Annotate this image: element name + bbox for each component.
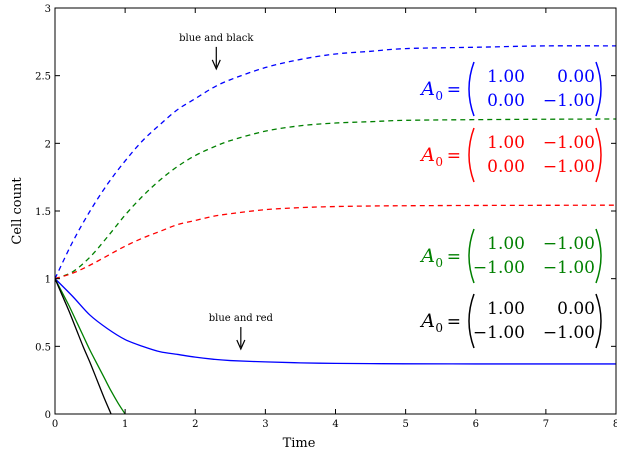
y-tick-label: 0 <box>45 410 51 421</box>
matrix-label: 1.00 0.00 −1.00 −1.00 = 0A <box>419 293 602 349</box>
x-tick-label: 4 <box>332 419 338 430</box>
matrix-cell: 0.00 <box>557 299 595 319</box>
matrix-subscript: 0 <box>435 256 443 270</box>
matrix-label: 1.00 −1.00 0.00 −1.00 = 0A <box>419 127 602 183</box>
x-tick-label: 6 <box>473 419 479 430</box>
matrix-left-paren <box>468 293 475 349</box>
matrix-cell: 1.00 <box>487 133 525 153</box>
matrix-cell: −1.00 <box>543 323 595 343</box>
x-tick-label: 1 <box>122 419 128 430</box>
matrix-subscript: 0 <box>435 155 443 169</box>
matrix-cell: −1.00 <box>543 234 595 254</box>
y-tick-label: 3 <box>45 4 51 15</box>
y-tick-label: 2.5 <box>35 72 51 83</box>
matrix-cell: −1.00 <box>543 133 595 153</box>
series-line-3 <box>55 278 616 365</box>
matrix-cell: −1.00 <box>543 157 595 177</box>
matrix-subscript: 0 <box>435 321 443 335</box>
matrix-lhs: A <box>419 78 435 100</box>
x-tick-label: 7 <box>543 419 549 430</box>
matrix-cell: 0.00 <box>557 67 595 87</box>
series-line-5 <box>55 278 112 414</box>
matrix-right-paren <box>595 61 602 117</box>
matrix-equals: = <box>447 247 461 267</box>
y-tick-label: 1 <box>45 275 51 286</box>
matrix-cell: 1.00 <box>487 234 525 254</box>
annotation-label: blue and black <box>179 33 254 44</box>
series-line-0 <box>55 45 616 279</box>
matrix-cell: 1.00 <box>487 299 525 319</box>
matrix-cell: −1.00 <box>473 323 525 343</box>
matrix-cell: −1.00 <box>543 258 595 278</box>
annotation-arrow-head <box>236 339 246 351</box>
matrix-equals: = <box>447 146 461 166</box>
matrix-right-paren <box>595 127 602 183</box>
matrix-lhs: A <box>419 144 435 166</box>
x-axis-label: Time <box>283 436 316 451</box>
annotation-arrow-head <box>211 59 221 71</box>
y-tick-label: 2 <box>45 139 51 150</box>
x-tick-label: 3 <box>262 419 268 430</box>
matrix-equals: = <box>447 312 461 332</box>
y-axis-label: Cell count <box>10 177 25 245</box>
annotation-label: blue and red <box>209 313 274 324</box>
series-line-4 <box>55 278 126 414</box>
series-line-2 <box>55 204 616 280</box>
matrix-right-paren <box>595 293 602 349</box>
matrix-right-paren <box>595 228 602 284</box>
matrix-lhs: A <box>419 310 435 332</box>
matrix-cell: 1.00 <box>487 67 525 87</box>
matrix-lhs: A <box>419 245 435 267</box>
x-tick-label: 2 <box>192 419 198 430</box>
plot-area-frame <box>54 7 617 415</box>
y-tick-label: 1.5 <box>35 207 51 218</box>
matrix-cell: 0.00 <box>487 91 525 111</box>
matrix-cell: −1.00 <box>543 91 595 111</box>
matrix-left-paren <box>468 61 475 117</box>
series-line-1 <box>55 118 616 280</box>
x-tick-label: 0 <box>52 419 58 430</box>
matrix-left-paren <box>468 228 475 284</box>
matrix-left-paren <box>468 127 475 183</box>
x-tick-label: 8 <box>613 419 617 430</box>
matrix-subscript: 0 <box>435 89 443 103</box>
matrix-label: 1.00 0.00 0.00 −1.00 = 0A <box>419 61 602 117</box>
x-tick-label: 5 <box>402 419 408 430</box>
matrix-cell: 0.00 <box>487 157 525 177</box>
y-tick-label: 0.5 <box>35 342 51 353</box>
matrix-equals: = <box>447 80 461 100</box>
matrix-label: 1.00 −1.00 −1.00 −1.00 = 0A <box>419 228 602 284</box>
matrix-cell: −1.00 <box>473 258 525 278</box>
